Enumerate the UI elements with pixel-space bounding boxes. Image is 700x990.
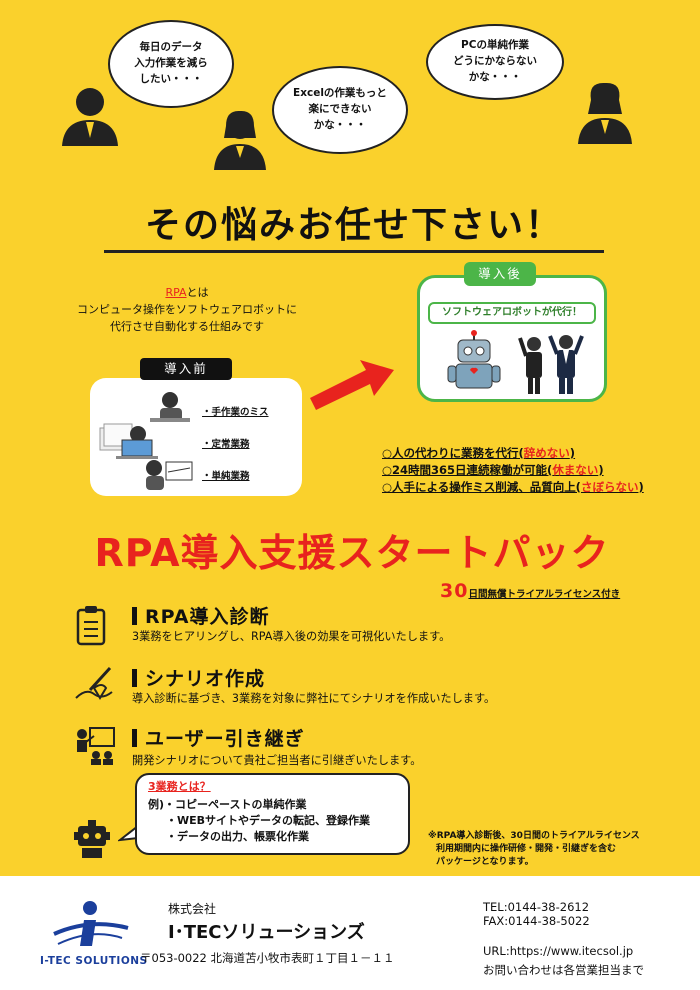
after-label: 導入後 xyxy=(464,262,536,286)
footer xyxy=(0,876,700,990)
footnote-line: 利用期間内に操作研修・開発・引継ぎを含む xyxy=(436,844,617,854)
bubble-1-line: したい・・・ xyxy=(139,72,203,85)
writing-hand-icon xyxy=(75,666,113,700)
trial-days: 30 xyxy=(440,580,469,602)
company-address: 〒053-0022 北海道苫小牧市表町１丁目１－１１ xyxy=(140,951,395,965)
benefit-highlight: 休まない xyxy=(552,463,599,477)
robot-and-celebrating-workers-illustration xyxy=(447,330,584,394)
businesswoman-silhouette-icon xyxy=(578,82,632,144)
inquiry-note: お問い合わせは各営業担当まで xyxy=(483,963,644,977)
speech-bubble-3: PCの単純作業 どうにかならない かな・・・ xyxy=(426,24,564,100)
example-title: 3業務とは？ xyxy=(148,780,211,793)
benefit-end: ) xyxy=(598,463,604,477)
trial-text: 日間無償トライアルライセンス付き xyxy=(468,589,621,600)
itec-logo-icon xyxy=(53,901,129,946)
before-item: ・手作業のミス xyxy=(202,407,269,418)
footnote-line: ※RPA導入診断後、30日間のトライアルライセンス xyxy=(428,831,640,841)
step-desc-handover: 開発シナリオについて貴社ご担当者に引継ぎいたします。 xyxy=(132,754,422,767)
arrow-right-icon xyxy=(310,360,394,410)
clipboard-icon xyxy=(76,606,106,646)
example-panel xyxy=(135,773,410,855)
bubble-3-line: PCの単純作業 xyxy=(461,39,529,52)
bubble-2-line: かな・・・ xyxy=(313,118,367,131)
benefit-text: ○人の代わりに業務を代行( xyxy=(382,446,524,460)
benefit-highlight: 辞めない xyxy=(523,446,570,460)
rpa-term: RPA xyxy=(165,286,187,299)
benefit-text: ○人手による操作ミス削減、品質向上( xyxy=(382,480,581,494)
benefits-list: ○人の代わりに業務を代行(辞めない) ○24時間365日連続稼働が可能(休まない… xyxy=(382,445,644,496)
rpa-term-suffix: とは xyxy=(186,286,209,299)
robot-icon xyxy=(74,820,110,858)
bubble-2-line: 楽にできない xyxy=(308,103,372,116)
worried-workers-illustration xyxy=(99,392,193,490)
step-title-scenario: シナリオ作成 xyxy=(132,664,265,691)
man-silhouette-icon xyxy=(62,88,118,146)
bubble-3-line: どうにかならない xyxy=(453,55,537,68)
benefit-item: ○24時間365日連続稼働が可能(休まない) xyxy=(382,462,644,479)
benefit-highlight: さぼらない xyxy=(580,480,639,494)
website-link[interactable]: URL:https://www.itecsol.jp xyxy=(483,944,634,958)
example-line: ・WEBサイトやデータの転記、登録作業 xyxy=(166,814,371,827)
headline: その悩みお任せ下さい！ xyxy=(104,196,604,253)
tel: TEL:0144-38-2612 xyxy=(483,900,590,914)
main-title: RPA導入支援スタートパック xyxy=(94,531,610,575)
presentation-icon xyxy=(77,727,115,765)
before-item: ・単純業務 xyxy=(202,471,250,482)
step-title-text: ユーザー引き継ぎ xyxy=(145,728,305,750)
step-title-text: シナリオ作成 xyxy=(145,668,266,690)
speech-bubble-1: 毎日のデータ 入力作業を減ら したい・・・ xyxy=(108,20,234,108)
benefit-end: ) xyxy=(638,480,644,494)
step-desc-diagnosis: 3業務をヒアリングし、RPA導入後の効果を可視化いたします。 xyxy=(132,630,451,643)
bubble-1-line: 毎日のデータ xyxy=(139,41,203,54)
step-title-diagnosis: RPA導入診断 xyxy=(132,602,270,629)
example-line: ・データの出力、帳票化作業 xyxy=(166,830,309,843)
step-title-text: RPA導入診断 xyxy=(145,606,270,628)
bubble-3-line: かな・・・ xyxy=(468,70,522,83)
trial-note: 30日間無償トライアルライセンス付き xyxy=(440,580,620,602)
rpa-intro: RPAとは コンピュータ操作をソフトウェアロボットに 代行させ自動化する仕組みで… xyxy=(52,284,322,335)
robot-subtitle: ソフトウェアロボットが代行！ xyxy=(428,302,596,324)
before-label: 導入前 xyxy=(140,358,232,380)
fax: FAX:0144-38-5022 xyxy=(483,914,590,928)
bubble-1-line: 入力作業を減ら xyxy=(134,57,208,70)
benefit-text: ○24時間365日連続稼働が可能( xyxy=(382,463,553,477)
rpa-intro-line: 代行させ自動化する仕組みです xyxy=(110,320,264,334)
bubble-2-line: Excelの作業もっと xyxy=(293,87,387,100)
footnote-line: パッケージとなります。 xyxy=(436,857,534,867)
footnote: ※RPA導入診断後、30日間のトライアルライセンス 利用期間内に操作研修・開発・… xyxy=(428,830,678,869)
rpa-intro-line: コンピュータ操作をソフトウェアロボットに xyxy=(77,303,297,317)
logo-text: I-TEC SOLUTIONS xyxy=(40,955,148,967)
example-line: 例)・コピーペーストの単純作業 xyxy=(148,798,307,811)
benefit-end: ) xyxy=(569,446,576,460)
company-name: I･TECソリューションズ xyxy=(168,922,365,943)
speech-bubble-2: Excelの作業もっと 楽にできない かな・・・ xyxy=(272,66,408,154)
before-item: ・定常業務 xyxy=(202,439,250,450)
woman-silhouette-icon xyxy=(214,110,266,170)
company-prefix: 株式会社 xyxy=(168,902,217,916)
benefit-item: ○人手による操作ミス削減、品質向上(さぼらない) xyxy=(382,479,644,496)
step-title-handover: ユーザー引き継ぎ xyxy=(132,724,305,751)
benefit-item: ○人の代わりに業務を代行(辞めない) xyxy=(382,445,644,462)
step-desc-scenario: 導入診断に基づき、3業務を対象に弊社にてシナリオを作成いたします。 xyxy=(132,692,496,705)
